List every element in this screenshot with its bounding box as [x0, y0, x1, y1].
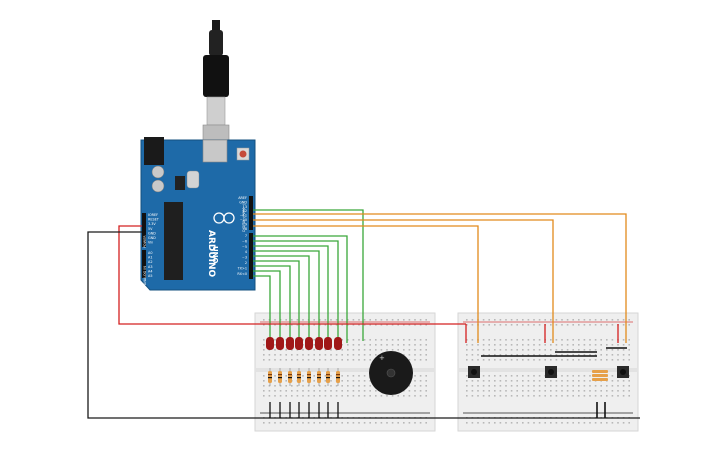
resistor-row[interactable]: [268, 368, 340, 386]
power-header-label: POWER: [143, 235, 147, 248]
board-model: UNO: [211, 246, 219, 264]
pin-label: A2: [148, 260, 152, 264]
resistor[interactable]: [326, 368, 330, 386]
green-signal-wires[interactable]: [253, 209, 364, 343]
pin-label: 13: [243, 205, 247, 209]
red-led[interactable]: [286, 337, 294, 350]
red-led[interactable]: [295, 337, 303, 350]
resistor[interactable]: [317, 368, 321, 386]
wire-button-1[interactable]: [253, 225, 479, 343]
pin-label: ~6: [242, 239, 247, 243]
digital-header-bottom: [249, 233, 253, 279]
atmega-chip: [164, 202, 183, 280]
digital-header-top: [249, 196, 253, 230]
wire-led-6[interactable]: [253, 245, 329, 343]
wire-led-2[interactable]: [253, 265, 291, 343]
digital-header-label: DIGITAL (PWM~): [242, 203, 246, 232]
wire-led-7[interactable]: [253, 240, 339, 343]
pin-label: ~5: [242, 245, 247, 249]
pin-label: RESET: [148, 218, 160, 222]
pushbutton-2[interactable]: [545, 366, 557, 378]
red-led[interactable]: [324, 337, 332, 350]
red-led[interactable]: [266, 337, 274, 350]
pin-label: A3: [148, 265, 152, 269]
pin-label: A0: [148, 251, 152, 255]
led-row[interactable]: [266, 337, 342, 350]
pin-label: Vin: [148, 241, 153, 245]
orange-button-wires[interactable]: [253, 213, 627, 343]
button-resistors[interactable]: [592, 370, 608, 381]
pin-label: 7: [245, 234, 247, 238]
resistor[interactable]: [297, 368, 301, 386]
red-led[interactable]: [334, 337, 342, 350]
pin-label: ~9: [242, 222, 247, 226]
wire-led-4[interactable]: [253, 255, 310, 343]
usb-port: [202, 139, 228, 163]
analog-header: [142, 250, 146, 278]
pin-label: ~11: [240, 214, 247, 218]
resistor[interactable]: [288, 368, 292, 386]
wire-button-2[interactable]: [253, 219, 554, 343]
capacitor-2: [151, 179, 165, 193]
ground-wire[interactable]: [87, 231, 640, 419]
pin-label: 5V: [148, 227, 153, 231]
pin-label: A4: [148, 269, 152, 273]
wire-led-0[interactable]: [253, 275, 271, 343]
pin-label: IOREF: [148, 213, 158, 217]
power-wire[interactable]: [118, 225, 619, 343]
regulator: [175, 176, 185, 190]
wire-buzzer[interactable]: [253, 209, 364, 341]
pin-label: GND: [239, 200, 247, 204]
ground-jumpers[interactable]: [269, 402, 339, 418]
crystal: [186, 170, 200, 189]
wire-led-3[interactable]: [253, 260, 300, 343]
pin-label: GND: [148, 231, 156, 235]
dc-jack: [144, 137, 164, 165]
pin-label: GND: [148, 236, 156, 240]
red-led[interactable]: [315, 337, 323, 350]
capacitor-1: [151, 165, 165, 179]
pin-label: 12: [243, 209, 247, 213]
pin-label: RX<0: [237, 272, 247, 276]
pin-label: 4: [245, 250, 247, 254]
pin-label: 2: [245, 261, 247, 265]
resistor[interactable]: [278, 368, 282, 386]
pin-label: TX>1: [237, 266, 247, 270]
pin-label: AREF: [238, 196, 247, 200]
pin-label: 8: [245, 227, 247, 231]
pin-label: A1: [148, 256, 152, 260]
arduino-logo: [213, 212, 235, 224]
piezo-buzzer[interactable]: +: [369, 351, 413, 395]
resistor[interactable]: [307, 368, 311, 386]
pin-label: ~3: [242, 256, 247, 260]
pushbutton-3[interactable]: [617, 366, 629, 378]
pin-label: 3.3V: [148, 222, 156, 226]
board-brand: ARDUINO: [206, 230, 216, 278]
pin-label: A5: [148, 274, 152, 278]
wire-led-1[interactable]: [253, 270, 281, 343]
red-led[interactable]: [276, 337, 284, 350]
usb-cable[interactable]: [202, 20, 230, 158]
wire-led-8[interactable]: [253, 235, 348, 343]
button-jumpers[interactable]: [481, 347, 627, 418]
pin-label: ~10: [240, 218, 247, 222]
pushbutton-1[interactable]: [468, 366, 480, 378]
wire-button-3[interactable]: [253, 213, 627, 343]
wire-led-5[interactable]: [253, 250, 320, 343]
resistor[interactable]: [268, 368, 272, 386]
resistor[interactable]: [336, 368, 340, 386]
red-led[interactable]: [305, 337, 313, 350]
analog-header-label: ANALOG IN: [143, 266, 147, 285]
buzzer-plus-mark: +: [379, 354, 385, 362]
power-header: [142, 213, 146, 247]
